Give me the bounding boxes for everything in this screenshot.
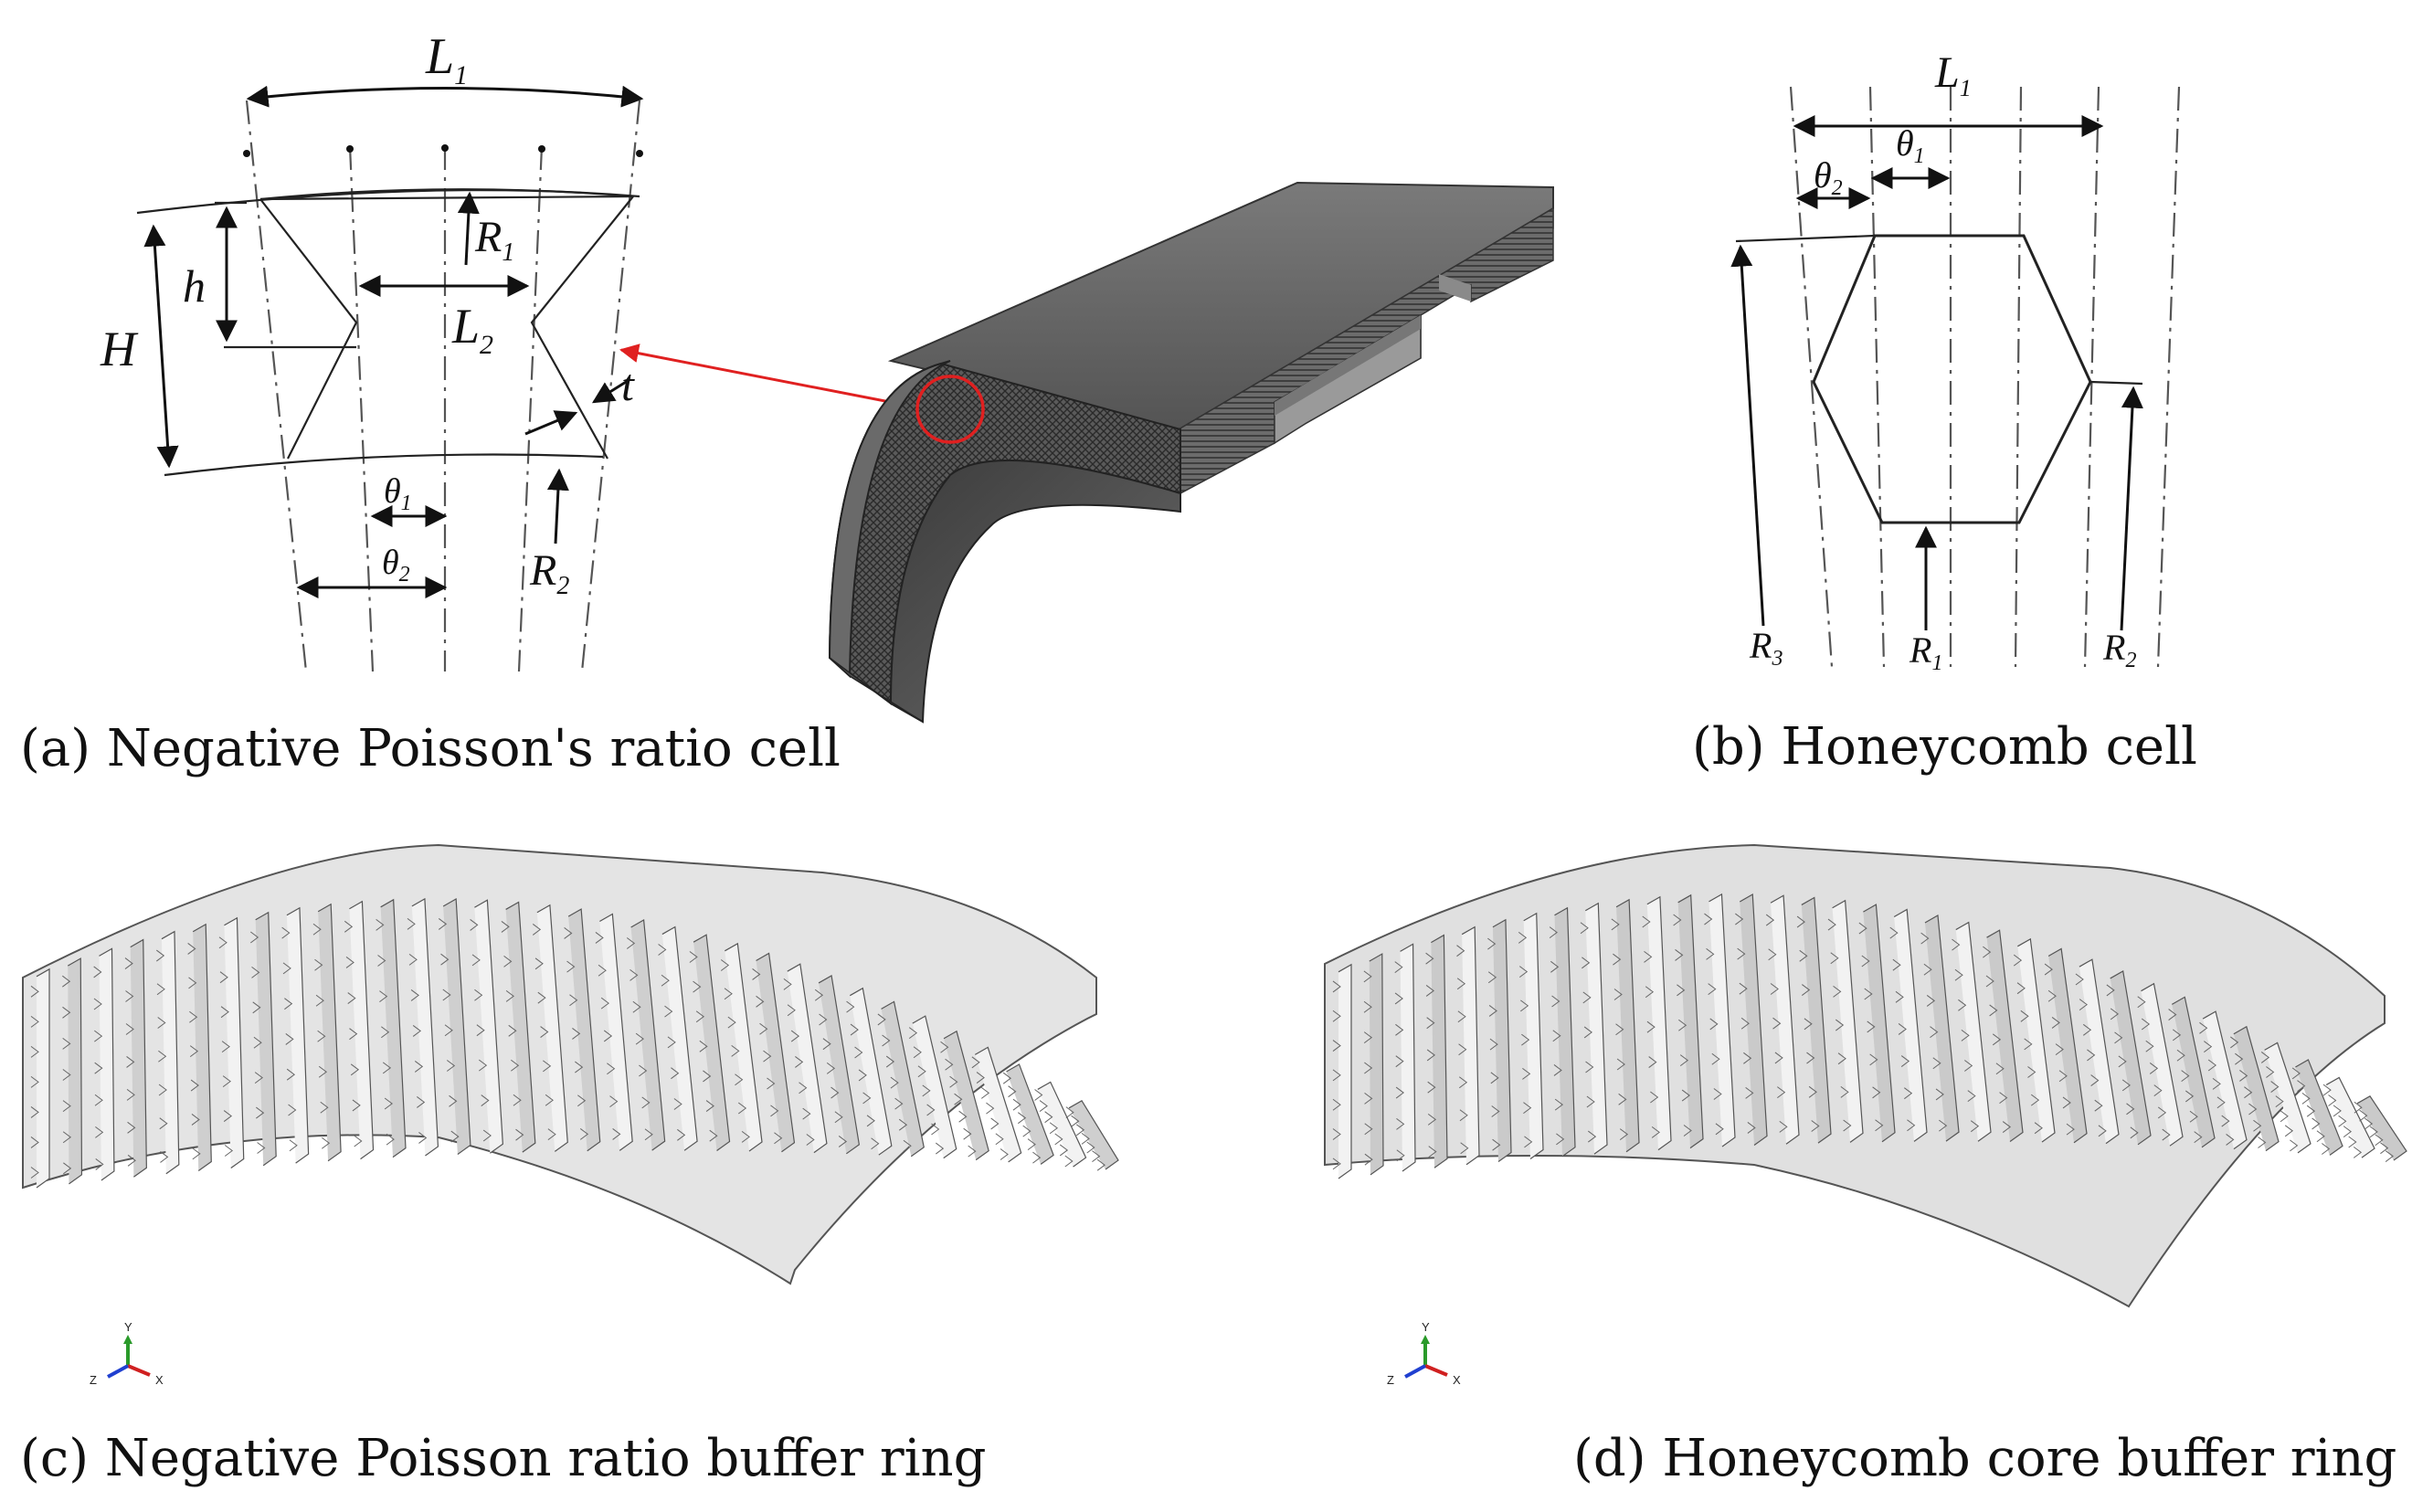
t-arrow-upper	[591, 377, 631, 404]
panel-b-honeycomb-cell-diagram: L1 θ2 θ1 R3 R1 R2	[1730, 48, 2181, 675]
honeycomb-hexagon	[1812, 234, 2092, 524]
buffer-ring-3d-model	[619, 181, 1554, 724]
svg-text:Y: Y	[124, 1320, 132, 1334]
R2-arrow-b	[2120, 386, 2143, 631]
caption-d: (d) Honeycomb core buffer ring	[1573, 1429, 2396, 1488]
cell-left-strut	[259, 198, 358, 460]
axis-triad-c: Y Z X	[90, 1320, 164, 1387]
label-theta1: θ1	[384, 472, 412, 515]
honeycomb-ring-ribs	[1332, 893, 2407, 1179]
label-R1: R1	[474, 213, 514, 267]
label-H: H	[100, 322, 139, 376]
label-t: t	[621, 359, 635, 410]
label-R2-b: R2	[2102, 627, 2136, 672]
cell-right-strut	[530, 196, 634, 460]
t-arrow-lower	[524, 410, 578, 436]
label-R3: R3	[1749, 625, 1783, 671]
svg-text:Z: Z	[1387, 1373, 1394, 1387]
label-R2: R2	[529, 546, 569, 600]
axis-triad-d: Y Z X	[1387, 1320, 1461, 1387]
pointer-arrow	[619, 344, 924, 410]
svg-text:Z: Z	[90, 1373, 97, 1387]
label-L1-b: L1	[1934, 48, 1972, 101]
svg-text:X: X	[155, 1373, 164, 1387]
npr-ring-ribs	[30, 897, 1119, 1189]
caption-a: (a) Negative Poisson's ratio cell	[20, 719, 841, 778]
R2-arrow	[546, 468, 569, 545]
outer-arc	[136, 189, 640, 215]
label-L1: L1	[425, 28, 468, 90]
caption-c: (c) Negative Poisson ratio buffer ring	[20, 1429, 986, 1488]
inner-arc	[164, 453, 604, 477]
highlight-circle	[915, 375, 985, 444]
caption-b: (b) Honeycomb cell	[1692, 717, 2197, 777]
label-theta1-b: θ1	[1896, 122, 1925, 168]
svg-text:Y: Y	[1422, 1320, 1430, 1334]
node-dots	[243, 144, 643, 157]
panel-d-honeycomb-buffer-ring-render	[1324, 843, 2407, 1308]
R1-arrow	[457, 191, 480, 266]
label-L2: L2	[451, 299, 493, 360]
label-R1-b: R1	[1909, 629, 1942, 675]
svg-text:X: X	[1453, 1373, 1461, 1387]
H-dimension-arrow	[143, 224, 179, 469]
label-theta2-b: θ2	[1814, 154, 1843, 200]
panel-a-npr-cell-diagram: L1 h H L2 R1 t θ1 θ2 R2	[100, 28, 644, 672]
L1-dimension-arrow	[246, 85, 644, 108]
inner-shell	[889, 460, 1181, 724]
label-theta2: θ2	[382, 544, 410, 587]
R3-arrow	[1730, 244, 1765, 627]
label-h: h	[183, 260, 206, 312]
panel-c-npr-buffer-ring-render	[22, 843, 1119, 1285]
